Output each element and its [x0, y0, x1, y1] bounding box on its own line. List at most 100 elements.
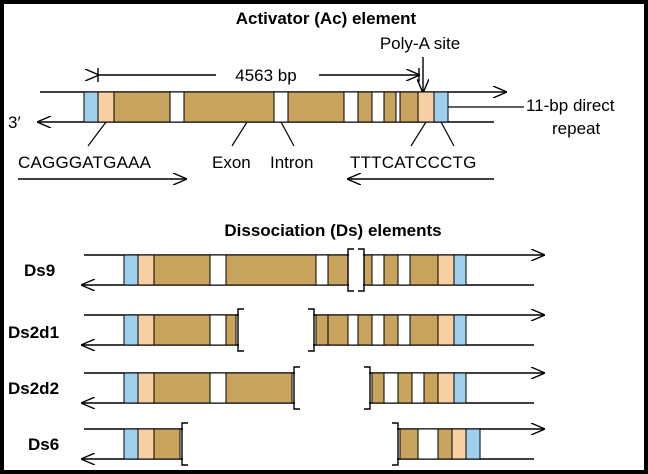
- ac-exon-5: [383, 91, 397, 123]
- repeat-label-line1: 11-bp direct: [526, 96, 615, 115]
- ac-intron-2: [273, 91, 289, 123]
- ds2d2-exon-segment-2: [153, 372, 211, 404]
- ds9-intron-segment-3: [209, 254, 227, 286]
- ds9-deletion-gap: [349, 253, 363, 287]
- intron-label: Intron: [270, 153, 313, 172]
- ds2d1-utr-segment-13: [437, 314, 455, 346]
- ac-intron-1: [169, 91, 185, 123]
- ds2d1-deletion-bracket-right: [308, 308, 315, 352]
- ds9-utr-segment-12: [437, 254, 455, 286]
- ds2d2-label: Ds2d2: [8, 379, 59, 398]
- ac-repeat-left: [83, 91, 99, 123]
- ds9-deletion-bracket-left: [347, 248, 354, 292]
- exon-label: Exon: [212, 153, 251, 172]
- ds6-utr-segment-1: [137, 428, 155, 460]
- ds2d1-exon-segment-5: [315, 314, 329, 346]
- ds9-intron-segment-5: [315, 254, 329, 286]
- ac-intron-5: [395, 91, 401, 123]
- ds6-deletion-gap: [183, 427, 397, 461]
- ds2d2-exon-segment-4: [225, 372, 293, 404]
- ac-3prime-label: 3′: [8, 113, 21, 132]
- ds9-deletion-bracket-right: [358, 248, 365, 292]
- ac-exon-4: [357, 91, 373, 123]
- right-terminal-sequence: TTTCATCCCTG: [350, 153, 477, 172]
- diagram-frame: Activator (Ac) element Dissociation (Ds)…: [4, 4, 644, 470]
- ac-exon-3: [287, 91, 345, 123]
- ds-element-rows: [82, 248, 544, 466]
- transposon-diagram: Activator (Ac) element Dissociation (Ds)…: [8, 9, 615, 466]
- ds2d1-repeat-segment-0: [123, 314, 139, 346]
- ds2d2-intron-segment-8: [411, 372, 425, 404]
- ds2d1-exon-segment-12: [409, 314, 439, 346]
- ds6-label: Ds6: [28, 435, 59, 454]
- ds2d2-element: [82, 366, 544, 410]
- ds2d1-deletion-gap: [239, 313, 313, 347]
- ds2d2-utr-segment-10: [437, 372, 455, 404]
- ds2d1-label: Ds2d1: [8, 323, 59, 342]
- ds2d1-exon-segment-4: [225, 314, 237, 346]
- ds2d2-utr-segment-1: [137, 372, 155, 404]
- ds6-exon-segment-2: [153, 428, 181, 460]
- ds9-label: Ds9: [24, 261, 55, 280]
- ds9-utr-segment-1: [137, 254, 155, 286]
- ac-length-label: 4563 bp: [235, 66, 296, 85]
- ds9-exon-segment-11: [409, 254, 439, 286]
- ac-element-body: [83, 91, 449, 123]
- ds9-intron-segment-10: [397, 254, 411, 286]
- polya-label: Poly-A site: [380, 34, 460, 53]
- ds6-intron-segment-4: [417, 428, 439, 460]
- ds2d1-utr-segment-1: [137, 314, 155, 346]
- ds9-repeat-segment-13: [453, 254, 467, 286]
- ds6-deletion-bracket-left: [181, 422, 188, 466]
- ds2d1-element: [82, 308, 544, 352]
- ds2d1-exon-segment-6: [327, 314, 349, 346]
- ds2d1-intron-segment-9: [371, 314, 385, 346]
- ds9-exon-segment-7: [363, 254, 373, 286]
- ds2d2-intron-segment-6: [383, 372, 399, 404]
- ds2d2-repeat-segment-0: [123, 372, 139, 404]
- ac-title: Activator (Ac) element: [236, 9, 417, 28]
- ds2d1-repeat-segment-14: [453, 314, 467, 346]
- ds6-element: [82, 422, 544, 466]
- ac-utr-right: [417, 91, 435, 123]
- ac-utr-left: [97, 91, 115, 123]
- ds2d2-exon-segment-7: [397, 372, 413, 404]
- ds6-utr-segment-6: [451, 428, 467, 460]
- ds2d1-intron-segment-7: [347, 314, 359, 346]
- repeat-label-line2: repeat: [552, 119, 600, 138]
- ds6-deletion-bracket-right: [392, 422, 399, 466]
- ac-callout-lines: [87, 106, 524, 147]
- ds6-repeat-segment-7: [465, 428, 481, 460]
- ds2d2-deletion-bracket-right: [364, 366, 371, 410]
- ac-repeat-right: [433, 91, 449, 123]
- ds2d2-intron-segment-3: [209, 372, 227, 404]
- ds2d1-exon-segment-8: [357, 314, 373, 346]
- ac-intron-4: [371, 91, 385, 123]
- ds9-exon-segment-9: [383, 254, 399, 286]
- ds9-exon-segment-2: [153, 254, 211, 286]
- left-terminal-sequence: CAGGGATGAAA: [18, 153, 152, 172]
- ds2d1-intron-segment-11: [397, 314, 411, 346]
- ds9-intron-segment-8: [371, 254, 385, 286]
- ds2d2-exon-segment-9: [423, 372, 439, 404]
- ds2d1-intron-segment-3: [209, 314, 227, 346]
- ac-length-bracket: 4563 bp: [98, 66, 419, 85]
- ds9-element: [82, 248, 544, 292]
- ds6-repeat-segment-0: [123, 428, 139, 460]
- ac-exon-2: [183, 91, 275, 123]
- ds2d1-exon-segment-10: [383, 314, 399, 346]
- ds2d1-exon-segment-2: [153, 314, 211, 346]
- ds9-exon-segment-4: [225, 254, 317, 286]
- ds6-exon-segment-5: [437, 428, 453, 460]
- ds9-repeat-segment-0: [123, 254, 139, 286]
- ds2d2-exon-segment-5: [371, 372, 385, 404]
- ac-exon-6: [399, 91, 419, 123]
- ac-intron-3: [343, 91, 359, 123]
- ds2d2-deletion-gap: [295, 371, 369, 405]
- ds9-exon-segment-6: [327, 254, 349, 286]
- ac-exon-1: [113, 91, 171, 123]
- ds-title: Dissociation (Ds) elements: [224, 221, 441, 240]
- ds2d2-deletion-bracket-left: [293, 366, 300, 410]
- ds6-exon-segment-3: [399, 428, 419, 460]
- ds2d1-deletion-bracket-left: [237, 308, 244, 352]
